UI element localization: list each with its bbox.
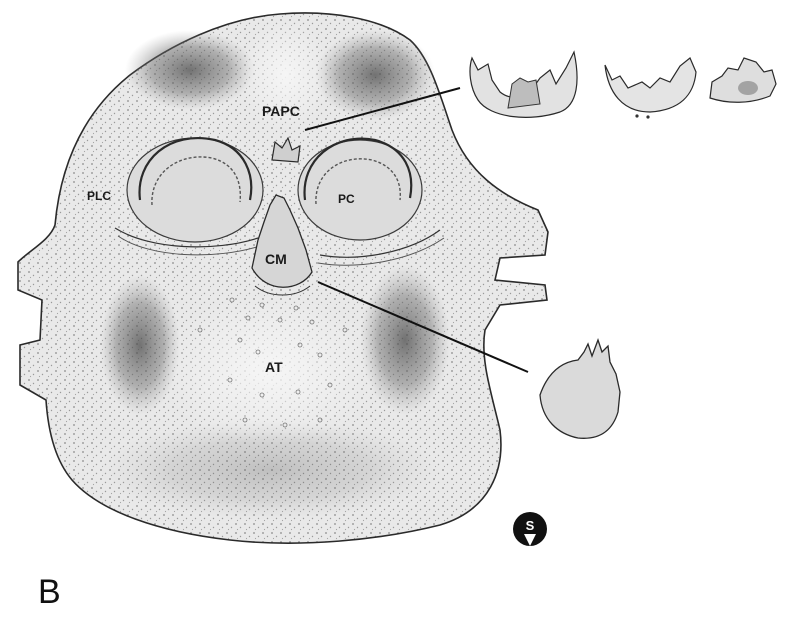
label-papc: PAPC [262,103,300,119]
orientation-letter: S [526,518,535,533]
dorsal-dark-band-right [315,30,435,120]
label-plc: PLC [87,189,111,203]
inset-cm [540,340,620,438]
inset-papc-2 [605,58,696,119]
label-pc: PC [338,192,355,206]
inset-papc-1 [470,52,577,117]
dorsal-dark-band-left [125,30,255,110]
orientation-symbol-icon: S [513,512,547,546]
inset-papc-3 [710,58,776,102]
label-at: AT [265,359,283,375]
label-cm: CM [265,251,287,267]
panel-letter: B [38,575,61,609]
